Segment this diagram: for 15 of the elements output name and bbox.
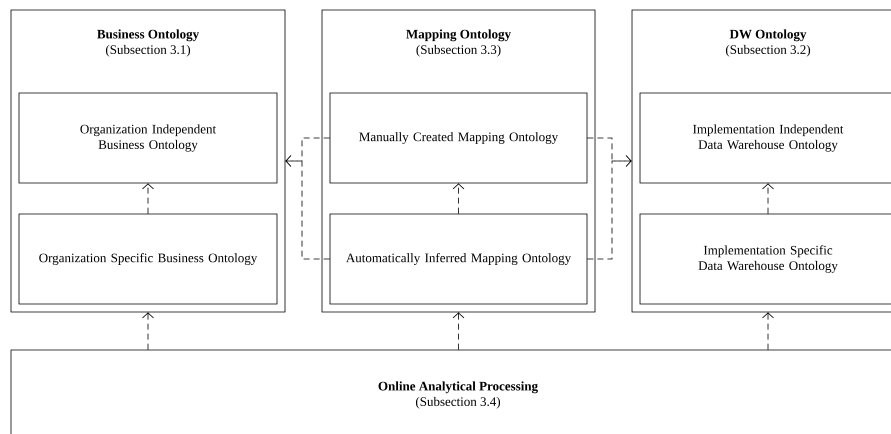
arrow (142, 312, 154, 350)
ontology-box: Implementation Specific Data Warehouse Ontology (640, 214, 891, 304)
arrow (142, 183, 154, 214)
arrow (762, 312, 774, 350)
arrow (452, 312, 464, 350)
ontology-box: Automatically Inferred Mapping Ontology (330, 214, 588, 304)
arrow (587, 155, 632, 260)
arrow (762, 183, 774, 214)
ontology-box: Organization Independent Business Ontology (18, 92, 278, 184)
arrow (285, 155, 330, 260)
ontology-panel: Online Analytical Processing (Subsection 3.4) (10, 350, 891, 434)
arrow (452, 183, 464, 214)
ontology-box: Manually Created Mapping Ontology (330, 92, 588, 184)
ontology-box: Organization Specific Business Ontology (18, 214, 278, 304)
ontology-box: Implementation Independent Data Warehouse Ontology (640, 92, 891, 184)
